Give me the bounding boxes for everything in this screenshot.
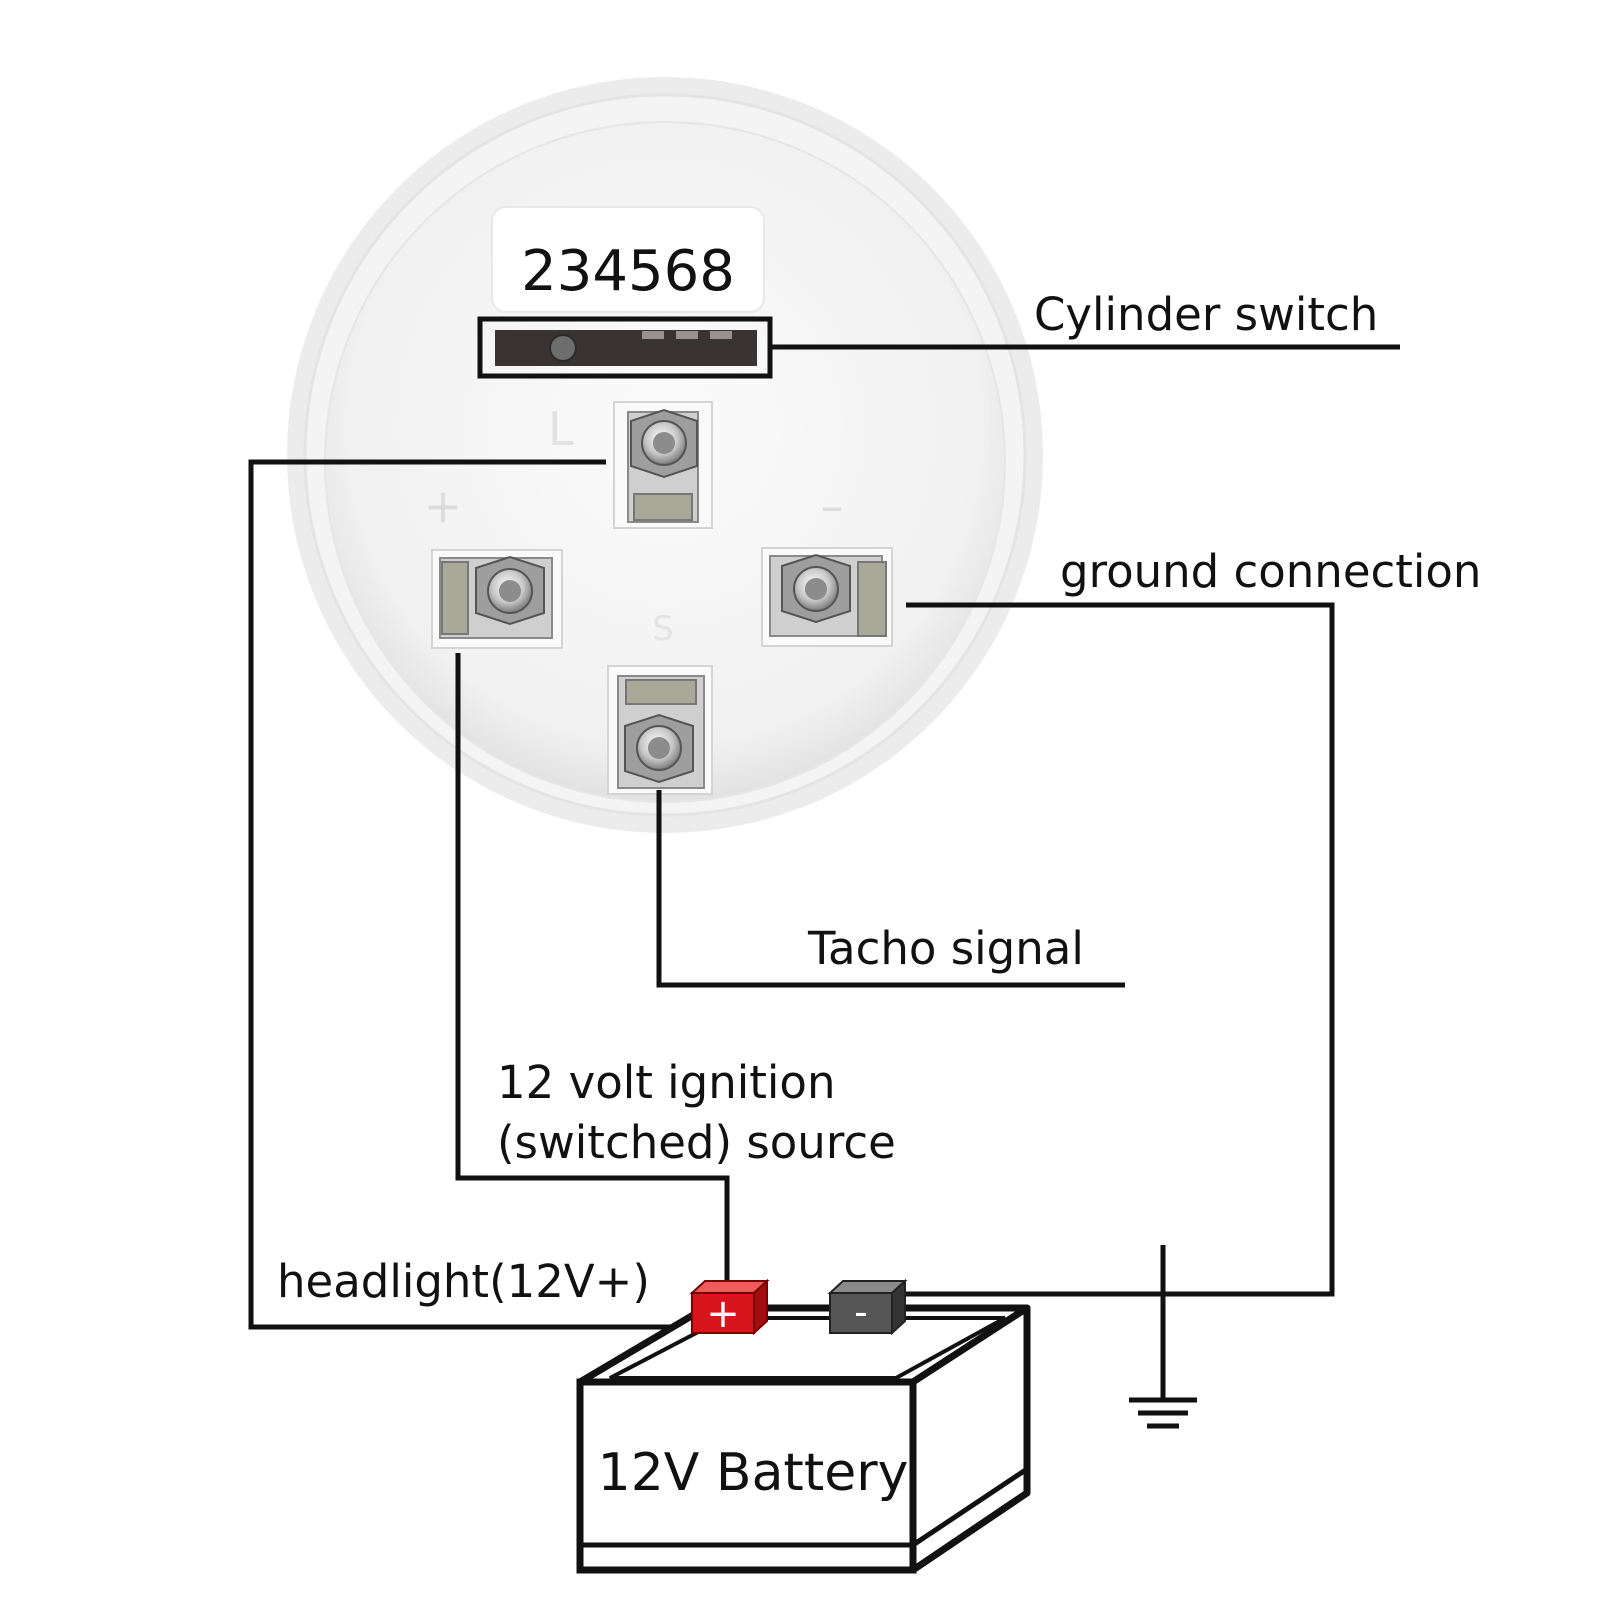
battery-positive-terminal[interactable]: +	[689, 1278, 770, 1337]
ground-connection-label: ground connection	[1060, 545, 1481, 598]
ignition-label-line2: (switched) source	[497, 1116, 896, 1169]
battery-front	[576, 1378, 917, 1574]
positive-sign: +	[706, 1291, 740, 1337]
terminal-mark-light: L	[548, 402, 574, 456]
terminal-mark-negative: –	[821, 479, 844, 533]
ignition-label-line1: 12 volt ignition	[497, 1056, 835, 1109]
serial-number: 234568	[521, 239, 735, 304]
tacho-signal-wire	[656, 790, 1125, 988]
battery: 12V Battery	[576, 1304, 1031, 1574]
earth-ground-symbol	[1129, 1245, 1197, 1429]
tacho-signal-label: Tacho signal	[807, 922, 1084, 975]
terminal-positive[interactable]	[431, 549, 563, 649]
terminal-mark-positive: +	[424, 479, 463, 533]
negative-sign: -	[854, 1290, 868, 1334]
headlight-wire	[248, 459, 693, 1330]
battery-negative-terminal[interactable]: -	[827, 1278, 908, 1336]
terminal-light[interactable]	[613, 401, 713, 529]
battery-top-rim	[609, 1316, 1006, 1380]
switch-mark	[676, 331, 698, 339]
switch-mark	[710, 331, 732, 339]
battery-label: 12V Battery	[598, 1443, 909, 1503]
terminal-signal[interactable]	[607, 665, 713, 795]
cylinder-switch-knob[interactable]	[549, 334, 577, 362]
terminal-mark-signal: S	[652, 609, 674, 649]
terminal-negative[interactable]	[761, 547, 893, 647]
ignition-wire	[455, 653, 730, 1290]
serial-sticker: 234568	[491, 206, 765, 313]
cylinder-switch-label: Cylinder switch	[1034, 288, 1378, 341]
headlight-label: headlight(12V+)	[277, 1255, 650, 1308]
switch-mark	[642, 331, 664, 339]
